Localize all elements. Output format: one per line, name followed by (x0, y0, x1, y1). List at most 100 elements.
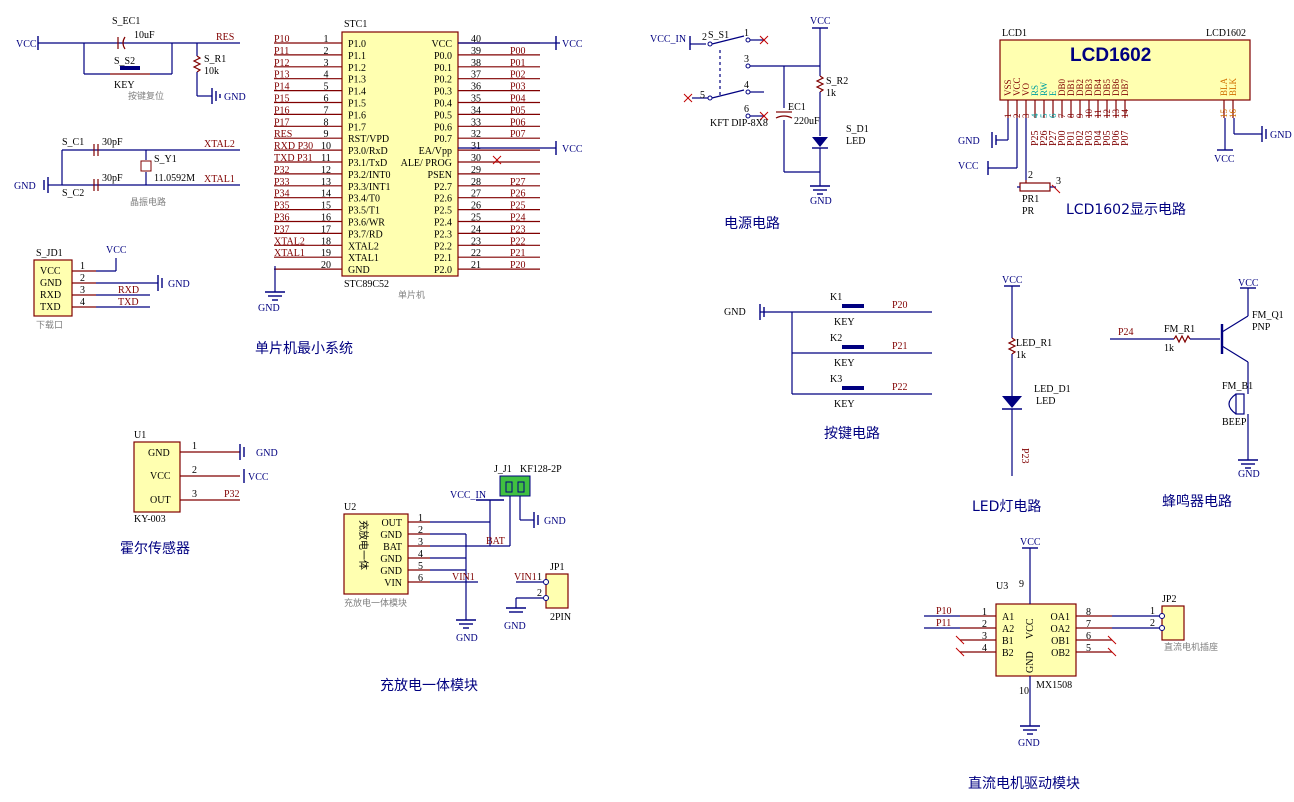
charge-body-text: 充放电一体 (357, 520, 370, 570)
led-res-ref: LED_R1 (1016, 338, 1052, 349)
hall-ref: U1 (134, 430, 146, 441)
jack-ref: J_J1 (494, 464, 512, 475)
power-sw-pin-3: 3 (744, 54, 749, 65)
mcu-left-pin-num: 5 (324, 82, 329, 93)
gnd-label-hall: GND (256, 448, 278, 459)
lcd-pin-net: P06 (1111, 130, 1122, 146)
lcd-pin-net: P00 (1057, 130, 1068, 146)
lcd-pin-num: 7 (1057, 113, 1067, 118)
mcu-left-pin-name: P1.1 (348, 51, 366, 62)
charge-pin-num: 2 (418, 525, 423, 536)
key-net: P20 (892, 300, 908, 311)
vcc-label-mcu-40: VCC (562, 39, 583, 50)
title-motor: 直流电机驱动模块 (968, 775, 1080, 792)
vcc-label-power: VCC (810, 16, 831, 27)
lcd-pin-net: P27 (1048, 130, 1059, 146)
mcu-left-pin-num: 8 (324, 117, 329, 128)
motor-right-pin-name: OB2 (1051, 648, 1070, 659)
lcd-pot-pin-2: 2 (1028, 170, 1033, 181)
vcc-label-lcd-bla: VCC (1214, 154, 1235, 165)
lcd-pot-pin-3: 3 (1056, 176, 1061, 187)
mcu-left-pin-name: XTAL2 (348, 241, 379, 252)
crystal-circuit: GND S_C1 30pF S_C2 30pF S_Y1 11.0592M 晶振… (14, 137, 240, 207)
lcd-pin-name: DB3 (1084, 78, 1094, 96)
lcd-pin-net: P25 (1030, 130, 1041, 146)
mcu-left-pin-name: P1.3 (348, 75, 366, 86)
motor-net: P11 (936, 618, 951, 629)
motor-right-pin-name: OA2 (1051, 624, 1070, 635)
mcu-note: 单片机 (398, 289, 425, 300)
lcd-ref: LCD1 (1002, 28, 1027, 39)
motor-vcc-pin: 9 (1019, 579, 1024, 590)
mcu-left-pin-name: P1.5 (348, 99, 366, 110)
motor-left-pin-num: 4 (982, 643, 987, 654)
hall-part: KY-003 (134, 514, 166, 525)
lcd-pin-name: DB6 (1111, 78, 1121, 96)
no-connect-mark (1107, 647, 1117, 657)
motor-vcc-text: VCC (1025, 618, 1036, 639)
download-num-3: 3 (80, 285, 85, 296)
lcd-pin-net: P04 (1093, 130, 1104, 146)
gnd-label-lcd: GND (958, 136, 980, 147)
crystal-value: 11.0592M (154, 173, 195, 184)
motor-gnd-text: GND (1025, 651, 1036, 673)
lcd-pin-num: 3 (1021, 113, 1031, 118)
mcu-right-net: P27 (510, 177, 526, 188)
vcc-in-label-charge: VCC_IN (450, 490, 486, 501)
mcu-left-pin-name: P3.7/RD (348, 229, 383, 240)
power-cap-value: 220uF (794, 116, 820, 127)
lcd-pin-net: P26 (1039, 130, 1050, 146)
mcu-left-net: P32 (274, 165, 290, 176)
lcd-pins: VSS1VCC2VO3RS4P25RW5P26E6P27DB07P00DB18P… (1003, 77, 1238, 146)
mcu-left-net: P16 (274, 105, 290, 116)
mcu-right-pin-num: 37 (471, 70, 481, 81)
crystal-c1-ref: S_C1 (62, 137, 84, 148)
buzzer-b-value: BEEP (1222, 417, 1247, 428)
download-ref: S_JD1 (36, 248, 63, 259)
mcu-right-pin-num: 26 (471, 201, 481, 212)
lcd-pin-name: RW (1039, 81, 1049, 96)
key-icon (842, 345, 864, 349)
mcu-left-pin-num: 6 (324, 94, 329, 105)
mcu-left-pin-num: 20 (321, 260, 331, 271)
mcu-left-pin-name: P3.0/RxD (348, 146, 388, 157)
mcu-left-net: P13 (274, 70, 290, 81)
lcd-pin-name: BLA (1219, 77, 1229, 96)
mcu-right-net: P06 (510, 117, 526, 128)
mcu-left-net: RES (274, 129, 292, 140)
mcu-left-net: P12 (274, 58, 290, 69)
charge-pin-num: 1 (418, 513, 423, 524)
download-pin-1: VCC (40, 266, 61, 277)
hall-num-1: 1 (192, 441, 197, 452)
vcc-label-led: VCC (1002, 275, 1023, 286)
mcu-left-pin-name: P3.1/TxD (348, 158, 387, 169)
power-circuit: VCC_IN 2 1 S_S1 3 4 5 6 KFT DIP-8X8 VCC (650, 16, 869, 207)
mcu-right-net: P24 (510, 213, 526, 224)
mcu-left-net: TXD P31 (274, 153, 313, 164)
hall-num-2: 2 (192, 465, 197, 476)
mcu-part: STC89C52 (344, 279, 389, 290)
title-power: 电源电路 (724, 216, 780, 232)
motor-left-pin-name: A2 (1002, 624, 1014, 635)
mcu-left-net: P36 (274, 213, 290, 224)
mcu-left-pin-num: 16 (321, 213, 331, 224)
mcu-right-net: P21 (510, 248, 526, 259)
mcu-right-net: P20 (510, 260, 526, 271)
key-ref: K3 (830, 374, 842, 385)
power-sw-pin-5: 5 (700, 90, 705, 101)
buzzer-net: P24 (1118, 327, 1134, 338)
mcu-left-pin-num: 13 (321, 177, 331, 188)
mcu-right-pin-num: 21 (471, 260, 481, 271)
mcu-left-pin-num: 1 (324, 34, 329, 45)
jp1-pin-2: 2 (537, 588, 542, 599)
mcu-left-pin-num: 2 (324, 46, 329, 57)
hall-net: P32 (224, 489, 240, 500)
mcu-right-pin-num: 24 (471, 224, 481, 235)
motor-right-pin-num: 7 (1086, 619, 1091, 630)
led-net: P23 (1019, 448, 1030, 464)
